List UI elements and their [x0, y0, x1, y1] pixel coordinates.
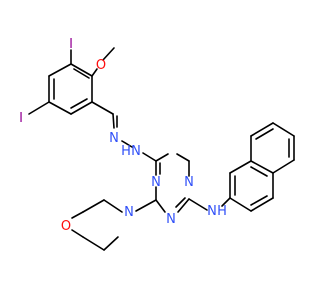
bond-tri-amine	[188, 198, 208, 211]
bond-tri-morph	[135, 199, 157, 212]
bond-ch-n	[112, 113, 115, 129]
bond-ring-ch	[91, 101, 114, 115]
bond-ring-a3-inner	[70, 98, 88, 109]
bond-naph-b3	[272, 122, 295, 137]
bond-tri-5-inner	[175, 197, 186, 208]
bond-naph-b2	[250, 122, 274, 137]
bond-naph-b2-inner	[255, 128, 274, 140]
bond-morph-4	[71, 229, 84, 238]
hydrazone-n1-label: N	[109, 131, 119, 146]
bond-naph-b5	[272, 159, 295, 174]
bond-c-i-lower	[28, 101, 50, 115]
iodine-upper-label: I	[69, 37, 73, 52]
triazine-n-top-label: N	[151, 175, 161, 190]
bond-nh-triazine	[142, 152, 157, 162]
bond-ring-a1-inner	[73, 68, 90, 79]
bond-ring-a6	[48, 63, 72, 77]
bond-c-o-methoxy	[91, 68, 98, 77]
bond-morph-1	[103, 199, 123, 213]
atom-labels: I O I N N H N N N N O N H	[19, 37, 227, 234]
bond-tri-5	[177, 198, 190, 213]
bond-tri-2	[155, 153, 169, 162]
bond-morph-3	[71, 211, 84, 219]
morpholine-o-label: O	[61, 219, 71, 234]
bond-naph-a6	[229, 197, 252, 212]
iodine-lower-label: I	[19, 111, 23, 126]
bond-ring-a4	[48, 101, 72, 115]
bond-tri-3	[176, 153, 190, 162]
bond-naph-a3	[250, 160, 274, 174]
molecule-structure: I O I N N H N N N N O N H	[19, 37, 295, 251]
bond-ring-a3	[70, 101, 93, 115]
hydrazone-h-label: H	[121, 144, 131, 159]
bond-morph-5	[82, 236, 105, 251]
bond-methyl-o	[102, 47, 115, 61]
triazine-n-right-label: N	[184, 175, 194, 190]
amine-h-label: H	[217, 204, 227, 219]
bond-ring-a1	[70, 63, 93, 77]
bond-lines	[28, 47, 295, 251]
bond-tri-6	[155, 199, 166, 213]
triazine-n-bottom-label: N	[166, 212, 176, 227]
morpholine-n-label: N	[124, 205, 134, 220]
hydrazone-nh-label: N	[131, 144, 141, 159]
bond-naph-a3-inner	[250, 166, 268, 177]
bond-morph-6	[103, 236, 119, 251]
bond-naph-a2	[229, 160, 252, 174]
bond-n-n	[121, 140, 133, 148]
amine-n-label: N	[207, 204, 217, 219]
bond-naph-a5	[250, 197, 274, 212]
methoxy-oxygen-label: O	[96, 58, 106, 73]
bond-amine-naph	[221, 197, 231, 207]
bond-morph-2	[82, 199, 105, 213]
bond-naph-a5-inner	[250, 195, 268, 206]
